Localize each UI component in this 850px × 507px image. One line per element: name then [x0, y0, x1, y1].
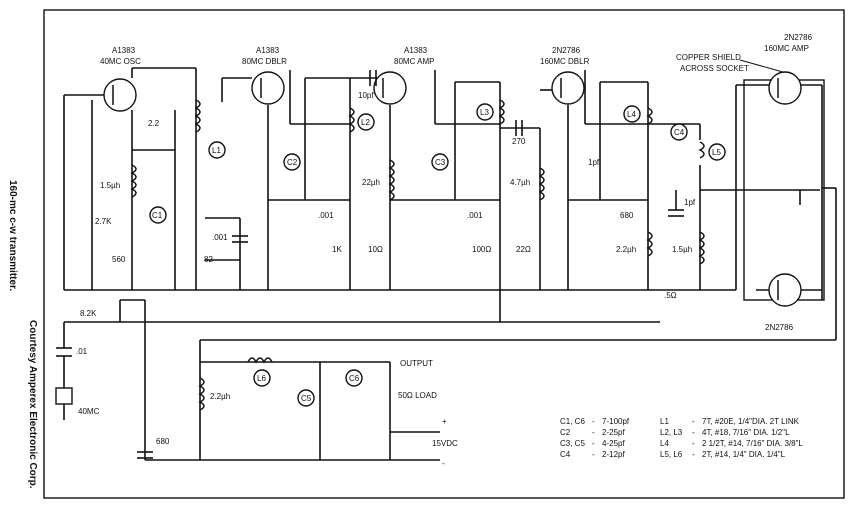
transistor-q6 — [768, 273, 802, 307]
transistor-q5 — [768, 71, 802, 105]
c-10pf-label: 10pf — [358, 91, 374, 100]
r-2-7k-label: 2.7K — [95, 217, 112, 226]
stage-amp-role: 80MC AMP — [394, 57, 434, 66]
l-1-5uh-b-label: 1.5µh — [672, 245, 692, 254]
coil-row-ref: L1 — [660, 417, 669, 426]
c-001-c-label: .001 — [467, 211, 483, 220]
c-01-label: .01 — [76, 347, 88, 356]
coil-symbols — [130, 99, 705, 411]
c-680-a-label: 680 — [620, 211, 634, 220]
plus-label: + — [442, 417, 447, 426]
cap-row-ref: C4 — [560, 450, 571, 459]
shield-note-1: COPPER SHIELD — [676, 53, 741, 62]
r-22-label: 22Ω — [516, 245, 531, 254]
c-1pf-b-label: 1pf — [684, 198, 696, 207]
stage-osc-role: 40MC OSC — [100, 57, 141, 66]
load-label: 50Ω LOAD — [398, 391, 437, 400]
figure-caption: 160-mc c-w transmitter. — [7, 180, 18, 291]
supply-label: 15VDC — [432, 439, 458, 448]
coil-row-ref: L2, L3 — [660, 428, 683, 437]
c-680-b-label: 680 — [156, 437, 170, 446]
transistor-q4 — [551, 71, 585, 105]
coil-row-ref: L5, L6 — [660, 450, 683, 459]
stage-dblr1-role: 80MC DBLR — [242, 57, 287, 66]
r-560-label: 560 — [112, 255, 126, 264]
c6-label: C6 — [349, 374, 360, 383]
cap-row-dash: - — [592, 428, 595, 437]
c-1pf-a-label: 1pf — [588, 158, 600, 167]
stage-dblr2-part: 2N2786 — [552, 46, 581, 55]
credit-caption: Courtesy Amperex Electronic Corp. — [27, 320, 38, 489]
stage-dblr1-part: A1383 — [256, 46, 280, 55]
c-2-2-label: 2.2 — [148, 119, 160, 128]
l-2-2uh-a-label: 2.2µh — [616, 245, 636, 254]
c1-label: C1 — [152, 211, 163, 220]
crystal — [55, 387, 73, 405]
cap-row-value: 4-25pf — [602, 439, 625, 448]
cap-row-value: 2-25pf — [602, 428, 625, 437]
l-1-5uh-a-label: 1.5µh — [100, 181, 120, 190]
r-10-label: 10Ω — [368, 245, 383, 254]
c5-label: C5 — [301, 394, 312, 403]
minus-label: - — [442, 459, 445, 468]
capacitor-plates — [56, 70, 684, 459]
stage-final-part: 2N2786 — [784, 33, 813, 42]
cap-row-dash: - — [592, 439, 595, 448]
cap-row-ref: C1, C6 — [560, 417, 585, 426]
r-0-5-label: .5Ω — [664, 291, 677, 300]
label-circles — [149, 103, 726, 407]
l-2-2uh-b-label: 2.2µh — [210, 392, 230, 401]
l6-label: L6 — [257, 374, 266, 383]
cap-row-dash: - — [592, 450, 595, 459]
cap-row-value: 2-12pf — [602, 450, 625, 459]
parts-table: C1, C6 - 7-100pf C2 - 2-25pf C3, C5 - 4-… — [560, 417, 803, 459]
l-22uh-label: 22µh — [362, 178, 380, 187]
r-1k-label: 1K — [332, 245, 342, 254]
output-label: OUTPUT — [400, 359, 433, 368]
stage-final-role: 160MC AMP — [764, 44, 809, 53]
coil-row-value: 2T, #14, 1/4" DIA. 1/4"L — [702, 450, 786, 459]
coil-row-value: 4T, #18, 7/16" DIA. 1/2"L — [702, 428, 790, 437]
cap-row-dash: - — [592, 417, 595, 426]
stage-osc-part: A1383 — [112, 46, 136, 55]
cap-row-ref: C3, C5 — [560, 439, 585, 448]
coil-row-dash: - — [692, 450, 695, 459]
diagram-frame — [43, 9, 845, 499]
cap-row-ref: C2 — [560, 428, 571, 437]
stage-final-lower-part: 2N2786 — [765, 323, 794, 332]
wiring — [63, 67, 837, 461]
r-82-label: 82 — [204, 255, 213, 264]
l1-label: L1 — [212, 146, 221, 155]
coil-row-dash: - — [692, 439, 695, 448]
l4-label: L4 — [627, 110, 636, 119]
cap-row-value: 7-100pf — [602, 417, 630, 426]
c-001-a-label: .001 — [212, 233, 228, 242]
transistor-q2 — [251, 71, 285, 105]
c3-label: C3 — [435, 158, 446, 167]
l2-label: L2 — [361, 118, 370, 127]
c4-label: C4 — [674, 128, 685, 137]
coil-row-value: 2 1/2T, #14, 7/16" DIA. 3/8"L — [702, 439, 803, 448]
c-270-label: 270 — [512, 137, 526, 146]
l5-label: L5 — [712, 148, 721, 157]
r-100-label: 100Ω — [472, 245, 491, 254]
l3-label: L3 — [480, 108, 489, 117]
coil-row-dash: - — [692, 417, 695, 426]
r-8-2k-label: 8.2K — [80, 309, 97, 318]
stage-dblr2-role: 160MC DBLR — [540, 57, 590, 66]
xtal-label: 40MC — [78, 407, 100, 416]
l-4-7uh-label: 4.7µh — [510, 178, 530, 187]
transistor-q3 — [373, 71, 407, 105]
stage-amp-part: A1383 — [404, 46, 428, 55]
coil-row-dash: - — [692, 428, 695, 437]
coil-row-value: 7T, #20E, 1/4"DIA. 2T LINK — [702, 417, 800, 426]
shield-note-2: ACROSS SOCKET — [680, 64, 749, 73]
coil-row-ref: L4 — [660, 439, 669, 448]
c-001-b-label: .001 — [318, 211, 334, 220]
transistor-q1 — [103, 78, 137, 112]
c2-label: C2 — [287, 158, 298, 167]
